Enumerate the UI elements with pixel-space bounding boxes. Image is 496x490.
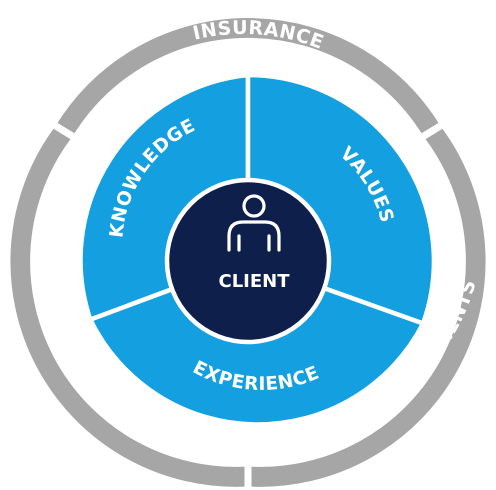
outer-ring xyxy=(3,11,493,490)
person-icon xyxy=(227,194,281,252)
center-circle xyxy=(164,177,332,345)
outer-segment-health xyxy=(3,120,252,490)
center-label: CLIENT xyxy=(218,271,290,292)
outer-segment-investments xyxy=(244,120,493,490)
